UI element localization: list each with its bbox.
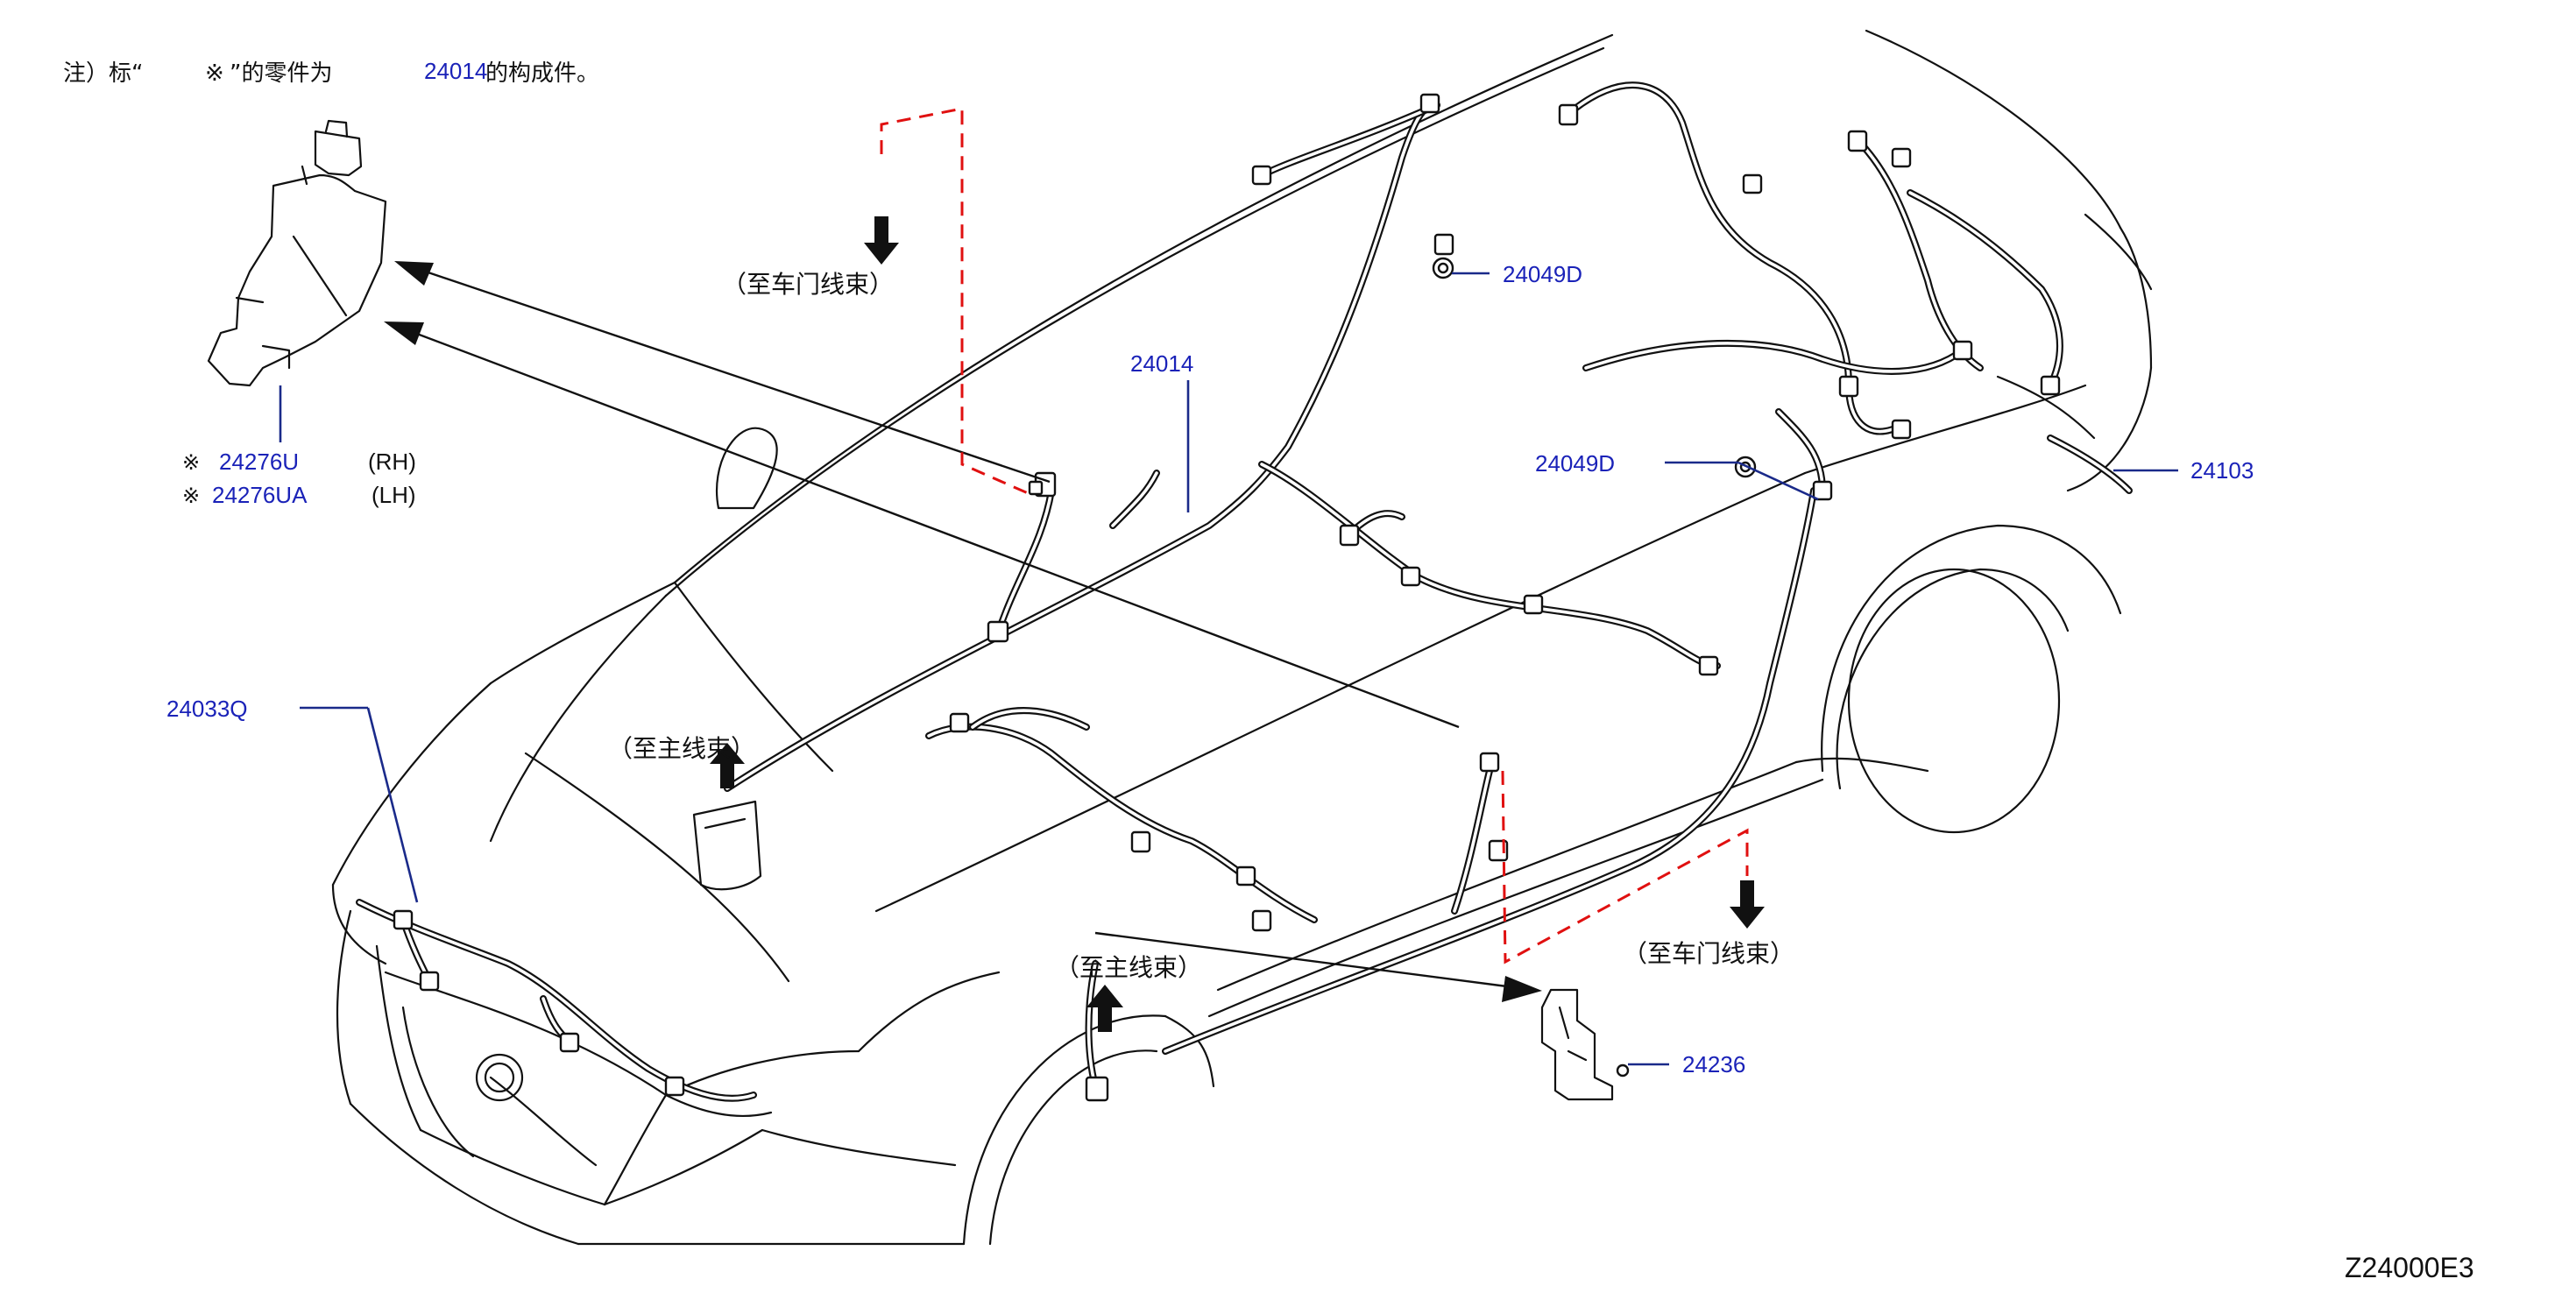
note-prefix: 注）标“ xyxy=(63,60,143,87)
label-lh: (LH) xyxy=(372,482,416,508)
washer-tank-callouts: ※ 24276U (RH) ※ 24276UA (LH) xyxy=(182,449,416,508)
arrow-down-upper-door xyxy=(864,216,899,265)
mark-lh: ※ xyxy=(182,484,200,508)
callout-24014: 24014 xyxy=(1130,350,1193,377)
figure-code: Z24000E3 xyxy=(2345,1252,2474,1283)
harness-connectors xyxy=(393,93,2061,1102)
note-line: 注）标“ ※ ”的零件为 24014 的构成件。 xyxy=(63,58,599,87)
pointer-arrows xyxy=(384,261,1542,1002)
grommet-24049d-upper xyxy=(1432,257,1454,279)
body-harness xyxy=(356,81,2133,1102)
washer-tank-24276u xyxy=(207,119,387,387)
bracket-24236 xyxy=(1540,988,1630,1101)
note-part-number: 24014 xyxy=(424,58,487,84)
callout-24049d-upper: 24049D xyxy=(1503,261,1582,287)
note-mark: ※ xyxy=(205,60,224,87)
label-to-door-upper: （至车门线束） xyxy=(722,270,894,299)
callout-24276u: 24276U xyxy=(219,449,299,475)
wheelhouse-grommet xyxy=(692,800,762,891)
arrow-up-main-center xyxy=(710,743,745,788)
arrow-up-main-lower xyxy=(1086,985,1123,1032)
callout-24276ua: 24276UA xyxy=(212,482,308,508)
door-harness-routes xyxy=(880,107,1749,964)
label-to-door-right: （至车门线束） xyxy=(1623,939,1794,968)
label-to-main-center: （至主线束） xyxy=(608,734,755,763)
arrow-down-right-door xyxy=(1730,880,1765,929)
leader-lines xyxy=(279,272,2178,1066)
route-arrows xyxy=(710,216,1765,1032)
label-rh: (RH) xyxy=(368,449,416,475)
note-middle: ”的零件为 xyxy=(230,60,332,87)
callout-24049d-lower: 24049D xyxy=(1535,450,1615,477)
mark-rh: ※ xyxy=(182,450,200,475)
callout-24033q: 24033Q xyxy=(166,696,248,722)
note-suffix: 的构成件。 xyxy=(485,60,599,87)
callout-24236: 24236 xyxy=(1682,1051,1745,1077)
callout-24103: 24103 xyxy=(2190,457,2254,484)
label-to-main-lower: （至主线束） xyxy=(1055,953,1202,982)
car-body-outline xyxy=(331,29,2153,1246)
